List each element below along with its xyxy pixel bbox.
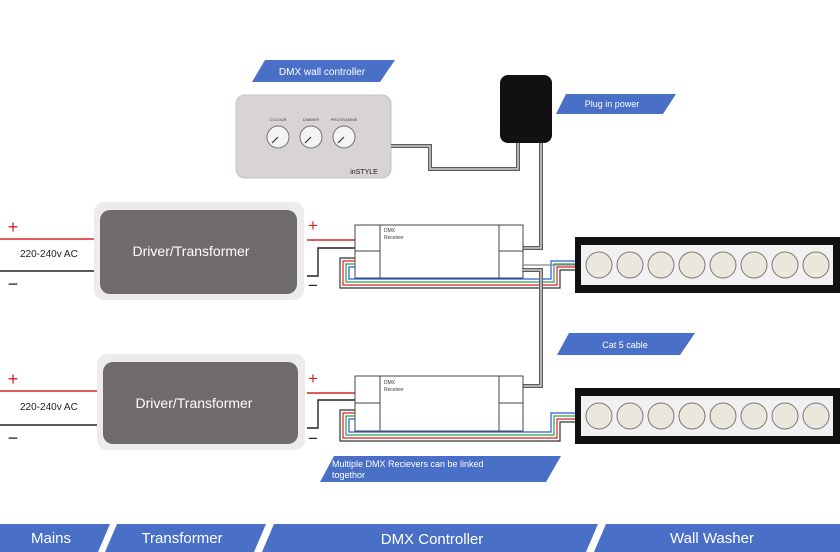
knob-colour-label: COLOUR — [269, 117, 286, 122]
wall-washer-leds-2 — [585, 402, 830, 430]
out-plus-2: + — [308, 369, 318, 388]
power-cable-inner — [522, 143, 542, 249]
multiple-receivers-line2: togethor — [332, 470, 365, 480]
driver-transformer-1 — [100, 210, 297, 294]
cat5-link-cable-inner — [522, 269, 542, 387]
receiver-label-1b: Receiver — [384, 235, 404, 241]
category-mains-label: Mains — [31, 530, 71, 547]
category-dmx-controller-label: DMX Controller — [381, 531, 484, 548]
wall-controller-label-text: DMX wall controller — [279, 67, 366, 78]
wall-washer-leds-1 — [585, 251, 830, 279]
category-wall-washer: Wall Washer — [594, 524, 840, 552]
multiple-receivers-line1: Multiple DMX Recievers can be linked — [332, 459, 484, 469]
knob-programme-label: PROGRAMME — [331, 117, 358, 122]
out-wire-negative-2 — [307, 399, 356, 429]
controller-brand: inSTYLE — [350, 169, 378, 176]
mains-plus-2: + — [8, 369, 19, 389]
out-wire-negative-1 — [307, 247, 356, 277]
multiple-receivers-label: Multiple DMX Recievers can be linked tog… — [320, 456, 561, 482]
unit-1: + 220-240v AC − Driver/Transformer + − D… — [0, 202, 840, 300]
wall-controller-label: DMX wall controller — [252, 60, 395, 82]
knob-colour: COLOUR — [266, 117, 290, 149]
power-cable — [522, 143, 543, 250]
mains-voltage-2: 220-240v AC — [20, 402, 78, 413]
rgbw-wires-1 — [339, 257, 575, 289]
rgbw-wires-2 — [339, 409, 575, 442]
plug-in-power-adapter — [500, 75, 552, 143]
dmx-receiver-2 — [354, 375, 524, 432]
receiver-label-2b: Receiver — [384, 387, 404, 393]
controller-cable-inner — [391, 143, 519, 170]
mains-plus-1: + — [8, 217, 19, 237]
cat5-label: Cat 5 cable — [557, 333, 695, 355]
out-minus-2: − — [308, 429, 318, 448]
mains-voltage-1: 220-240v AC — [20, 249, 78, 260]
driver-transformer-2 — [103, 362, 298, 444]
category-wall-washer-label: Wall Washer — [670, 530, 754, 547]
knob-dimmer: DIMMER — [299, 117, 323, 149]
plug-in-power-label: Plug in power — [556, 94, 676, 114]
knob-dimmer-label: DIMMER — [303, 117, 319, 122]
cat5-label-text: Cat 5 cable — [602, 340, 648, 350]
knob-programme: PROGRAMME — [331, 117, 358, 149]
out-minus-1: − — [308, 276, 318, 295]
out-plus-1: + — [308, 216, 318, 235]
mains-minus-2: − — [8, 428, 19, 448]
driver-label-1: Driver/Transformer — [133, 243, 250, 259]
receiver-label-1a: DMX — [384, 228, 396, 234]
dmx-wall-controller: COLOUR DIMMER PROGRAMME inSTYLE — [235, 94, 392, 179]
receiver-label-2a: DMX — [384, 380, 396, 386]
mains-minus-1: − — [8, 274, 19, 294]
controller-cable — [391, 143, 520, 171]
category-mains: Mains — [0, 524, 110, 552]
bottom-category-bar: Mains Transformer DMX Controller Wall Wa… — [0, 524, 840, 552]
category-transformer: Transformer — [105, 524, 266, 552]
category-dmx-controller: DMX Controller — [262, 524, 598, 552]
unit-2: + 220-240v AC − Driver/Transformer + − D… — [0, 354, 840, 450]
category-transformer-label: Transformer — [141, 530, 222, 547]
plug-in-power-label-text: Plug in power — [585, 99, 640, 109]
driver-label-2: Driver/Transformer — [136, 395, 253, 411]
